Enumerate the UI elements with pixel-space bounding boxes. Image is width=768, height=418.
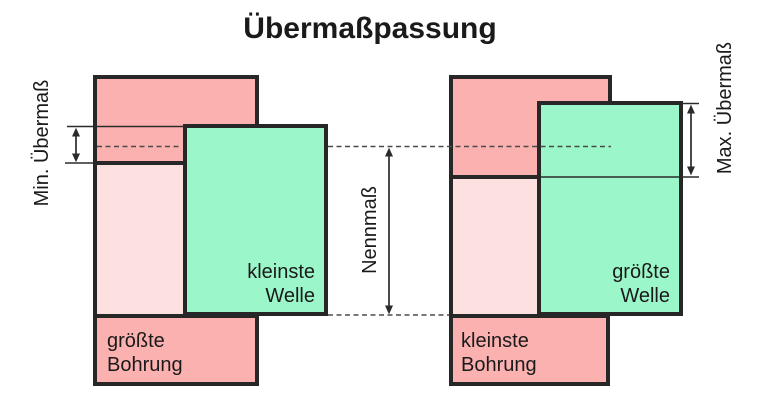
- diagram-title: Übermaßpassung: [243, 12, 497, 45]
- min-interference-dimension-label: Min. Übermaß: [31, 79, 53, 207]
- right-shaft-rect: [537, 101, 683, 316]
- min-interference-arrow-head-top: [72, 127, 80, 137]
- left-bore-bottom-rect: [93, 314, 259, 386]
- max-interference-dimension-label: Max. Übermaß: [714, 41, 736, 175]
- max-interference-arrow-head-bottom: [687, 166, 695, 176]
- max-interference-arrow-head-top: [687, 104, 695, 114]
- left-bore-label: größte Bohrung: [107, 330, 183, 376]
- left-shaft-rect: [183, 124, 328, 316]
- right-bore-bottom-rect: [449, 314, 610, 386]
- right-bore-label: kleinste Bohrung: [461, 330, 537, 376]
- right-shaft-label: größte Welle: [612, 261, 670, 307]
- min-interference-arrow-head-bottom: [72, 153, 80, 163]
- nominal-size-arrow-head-bottom: [385, 305, 393, 315]
- left-shaft-label: kleinste Welle: [247, 261, 315, 307]
- left-bore-hole-rect: [93, 161, 187, 318]
- nominal-size-dimension-label: Nennmaß: [359, 186, 381, 274]
- right-bore-hole-rect: [449, 175, 541, 318]
- nominal-size-arrow-head-top: [385, 147, 393, 157]
